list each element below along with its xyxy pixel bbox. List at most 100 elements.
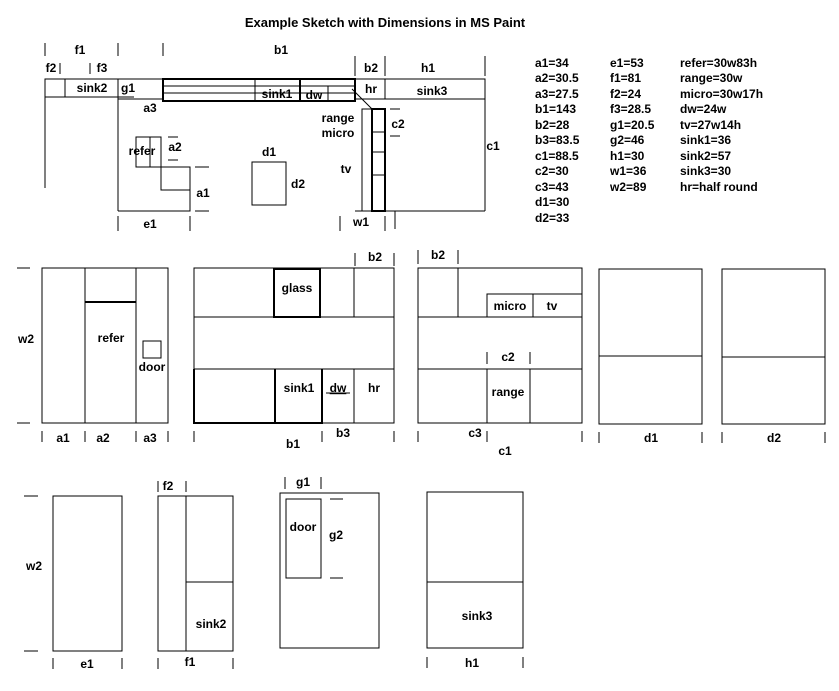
label-micro: micro — [322, 126, 355, 140]
f2-ticks — [157, 481, 187, 492]
label-c1-elev: c1 — [498, 444, 512, 458]
label-b1-elev: b1 — [286, 437, 300, 451]
label-a1: a1 — [196, 186, 210, 200]
dim-b1: b1=143 — [535, 102, 576, 116]
label-f2: f2 — [46, 61, 57, 75]
w2-ticks-a — [17, 267, 30, 424]
dim-refer: refer=30w83h — [680, 56, 757, 70]
elev-f1-ticks — [157, 658, 234, 669]
label-door-g: door — [290, 520, 317, 534]
elev-d2-frame — [721, 268, 826, 425]
elev-d1-frame — [598, 268, 703, 425]
dim-sink3: sink3=30 — [680, 164, 731, 178]
label-a3-elev: a3 — [143, 431, 157, 445]
label-sink3: sink3 — [417, 84, 448, 98]
dim-b2: b2=28 — [535, 118, 570, 132]
dim-h1: h1=30 — [610, 149, 645, 163]
door-box-g — [285, 498, 322, 579]
dim-tv: tv=27w14h — [680, 118, 741, 132]
door-box-a — [142, 340, 162, 359]
plan-top-ticks — [44, 43, 486, 76]
label-c2: c2 — [391, 117, 405, 131]
dim-hr: hr=half round — [680, 180, 758, 194]
label-b2-elev-c: b2 — [431, 248, 445, 262]
refer-box — [135, 136, 162, 168]
label-sink2-elev: sink2 — [196, 617, 227, 631]
label-sink1: sink1 — [262, 87, 293, 101]
elev-f1-frame — [157, 495, 234, 652]
label-a1-elev: a1 — [56, 431, 70, 445]
micro-column — [361, 108, 373, 212]
dim-e1: e1=53 — [610, 56, 644, 70]
label-d1-elev: d1 — [644, 431, 658, 445]
b1-inner-lines — [163, 79, 355, 101]
elev-b-bottom-ticks — [193, 431, 395, 442]
g2-ticks — [330, 498, 343, 579]
label-a2: a2 — [168, 140, 182, 154]
label-b2: b2 — [364, 61, 378, 75]
hr-diagonal — [351, 88, 373, 110]
elev-e1-frame — [52, 495, 123, 652]
dim-w2: w2=89 — [609, 180, 647, 194]
label-c2-elev: c2 — [501, 350, 515, 364]
label-d2-elev: d2 — [767, 431, 781, 445]
label-d2: d2 — [291, 177, 305, 191]
sink-base-bold — [193, 369, 323, 424]
label-micro-elev: micro — [494, 299, 527, 313]
dim-g2: g2=46 — [610, 133, 645, 147]
dim-sink2: sink2=57 — [680, 149, 731, 163]
dim-c1: c1=88.5 — [535, 149, 579, 163]
label-dw-elev: dw — [330, 381, 347, 395]
dim-f3: f3=28.5 — [610, 102, 651, 116]
label-e1: e1 — [143, 217, 157, 231]
label-w1: w1 — [352, 215, 369, 229]
label-tv: tv — [341, 162, 352, 176]
label-f1: f1 — [75, 43, 86, 57]
label-dw: dw — [306, 88, 323, 102]
dim-w1: w1=36 — [609, 164, 647, 178]
label-d1: d1 — [262, 145, 276, 159]
label-w2-lower: w2 — [25, 559, 42, 573]
dim-a1: a1=34 — [535, 56, 569, 70]
dim-c2: c2=30 — [535, 164, 569, 178]
elev-a-frame — [41, 267, 169, 424]
dim-d1: d1=30 — [535, 195, 570, 209]
elev-e1-ticks — [52, 658, 123, 669]
label-a3: a3 — [143, 101, 157, 115]
island-d — [251, 161, 287, 206]
c2-ticks — [390, 108, 400, 137]
right-counter-lines — [355, 79, 486, 229]
dim-sink1: sink1=36 — [680, 133, 731, 147]
label-f1-elev: f1 — [185, 655, 196, 669]
elev-f1-lines — [185, 496, 233, 651]
elev-b-top-ticks — [354, 253, 395, 266]
label-b2-elev: b2 — [368, 250, 382, 264]
refer-outline — [118, 137, 191, 212]
label-b3-elev: b3 — [336, 426, 350, 440]
range-divs — [372, 131, 385, 176]
label-door-a: door — [139, 360, 166, 374]
label-g1-elev: g1 — [296, 475, 310, 489]
dim-f2: f2=24 — [610, 87, 641, 101]
dim-micro: micro=30w17h — [680, 87, 763, 101]
label-range-elev: range — [492, 385, 525, 399]
dw-base — [321, 368, 355, 424]
w2-ticks-lower — [24, 495, 38, 652]
elev-a-bottom-ticks — [41, 431, 169, 442]
elev-d1-ticks — [598, 432, 703, 443]
elev-h1-frame — [426, 491, 524, 649]
elev-c-top-ticks — [417, 250, 459, 264]
dim-g1: g1=20.5 — [610, 118, 655, 132]
micro-tv-box — [486, 293, 583, 318]
label-range: range — [322, 111, 355, 125]
floor-plan: f1 b1 f2 f3 b2 h1 sink2 g1 sink1 dw hr s… — [44, 43, 500, 231]
label-sink1-elev: sink1 — [284, 381, 315, 395]
label-refer-elev: refer — [98, 331, 125, 345]
elev-c-frame — [417, 267, 583, 424]
dim-a3: a3=27.5 — [535, 87, 579, 101]
elevation-lower: w2 e1 f2 sink2 f1 g1 door g2 sink3 h1 — [24, 475, 524, 671]
label-f3: f3 — [97, 61, 108, 75]
left-counter-lines — [44, 79, 119, 211]
label-e1-elev: e1 — [80, 657, 94, 671]
label-b1: b1 — [274, 43, 288, 57]
